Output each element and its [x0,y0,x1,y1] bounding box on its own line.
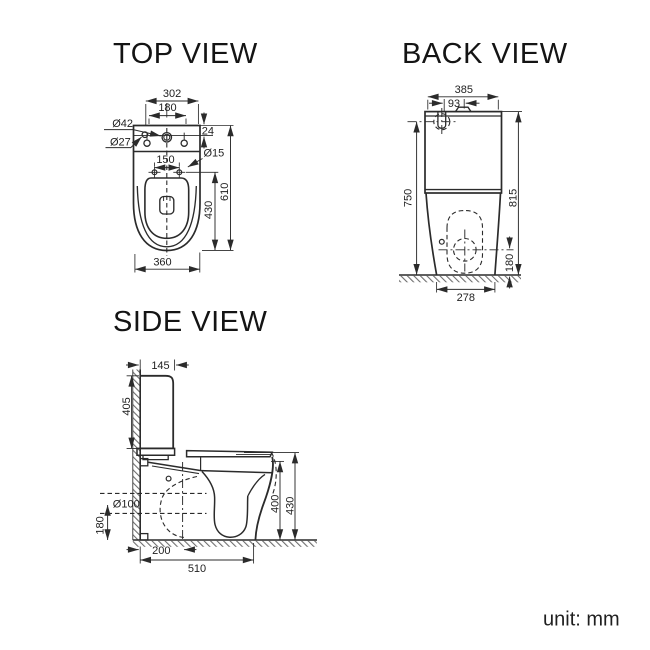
ext-180 [148,103,187,124]
dim-145: 145 [151,360,169,372]
ext-150 [154,162,180,166]
dim-d100: Ø100 [113,498,140,510]
top-view-title: TOP VIEW [113,38,258,70]
dim-180: 180 [158,102,176,114]
dim-180-side: 180 [95,516,107,534]
tank-base-flange [136,447,176,456]
leader-d42 [104,129,161,137]
leader-d15 [187,158,203,168]
dim-302: 302 [163,88,181,100]
side-view-dimensions: 145 405 Ø100 180 200 510 400 430 [95,359,299,575]
dim-d15: Ø15 [204,148,225,160]
rim-front-line [200,469,273,474]
inlet-hole-outer [161,131,173,143]
dim-180-back: 180 [504,254,516,272]
bowl-inner-rim [136,185,197,248]
tank-bolt-hole-left [143,139,151,147]
dim-430-side: 430 [285,497,297,515]
seat-lid-profile [185,449,274,458]
side-view-title: SIDE VIEW [113,306,267,338]
dim-400: 400 [270,495,282,513]
back-view: BACK VIEW [399,38,568,304]
inlet-hole-inner [163,133,171,141]
fixing-hole [438,238,445,245]
wall-fitting-box [139,457,149,467]
dim-385: 385 [455,84,473,96]
ext-510 [139,543,255,564]
seat-opening [144,177,190,240]
side-view: SIDE VIEW [95,306,317,575]
back-view-outline [399,106,521,283]
tank-bolt-hole-right [180,139,188,147]
rim-back-slant-inner [151,465,200,475]
leader-d27 [105,136,142,149]
ext-302 [145,104,199,126]
dim-200: 200 [152,545,170,557]
seat-hole-crosshairs [148,166,186,179]
ext-93 [443,99,465,112]
back-view-title: BACK VIEW [402,38,568,70]
pedestal-right-edge [494,192,502,275]
ext-145 [139,359,176,371]
top-view-dimensions: 302 180 24 Ø42 Ø27 150 Ø15 610 430 360 [104,88,234,273]
ext-385 [427,99,499,110]
dim-360: 360 [153,256,171,268]
dim-93: 93 [448,98,460,110]
ext-278 [436,282,496,293]
ground-hatch [399,275,521,283]
flush-outlet-ticks [163,196,171,201]
dim-150: 150 [156,154,174,166]
side-fixing-hole [165,475,172,482]
pedestal-left-edge [425,192,438,275]
side-view-outline [100,369,317,547]
base-fitting-box [139,532,149,541]
ext-360 [134,252,201,273]
dim-610: 610 [219,183,231,201]
hidden-trapway-side [159,475,198,539]
tank-profile [140,374,175,450]
unit-label: unit: mm [543,609,620,631]
bowl-interior-trap [201,470,249,538]
dim-d27: Ø27 [110,136,131,148]
bolt-hole-stems [146,132,185,140]
bowl-front-profile [254,456,274,541]
hidden-front-edge [271,452,277,497]
dim-405: 405 [121,397,133,415]
dim-815: 815 [507,189,519,207]
dim-24: 24 [202,126,214,138]
trapway-hidden [446,209,484,274]
dim-430: 430 [203,201,215,219]
floor-hatch [132,540,317,547]
dim-750: 750 [402,189,414,207]
ext-430 [186,171,234,251]
bowl-inner-front [247,473,266,497]
dim-278: 278 [457,292,475,304]
flush-button [454,106,472,112]
dim-d42: Ø42 [112,118,133,130]
ext-405 [126,375,139,449]
dim-510: 510 [188,563,206,575]
top-view: TOP VIEW [104,38,258,273]
rim-back-slant [148,461,202,472]
back-view-dimensions: 385 93 750 815 180 278 [402,84,522,304]
tank-outline [424,110,503,194]
